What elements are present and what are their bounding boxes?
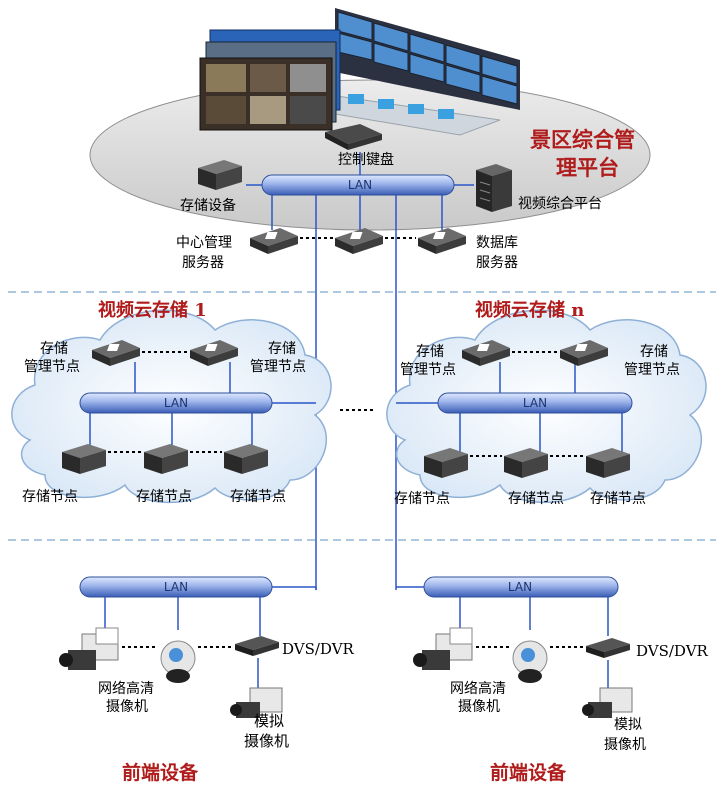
front-left-hd-box-camera-icon xyxy=(59,627,119,670)
cloud-right-lan-label: LAN xyxy=(522,396,548,410)
cloud-left-lan-label: LAN xyxy=(163,396,189,410)
cloud-left-storage-1-label: 存储节点 xyxy=(22,489,78,505)
front-right-hd-box-camera-icon xyxy=(413,627,473,670)
cloud-right-storage-2-label: 存储节点 xyxy=(508,491,564,507)
front-right-dvs-icon xyxy=(586,638,630,658)
cloud-left-mgmt-1-label-2: 管理节点 xyxy=(24,359,80,375)
front-left-lan-label: LAN xyxy=(163,580,189,594)
database-server-icon xyxy=(418,228,466,254)
central-server-icon xyxy=(250,228,298,254)
front-left-ipcam-label-2: 摄像机 xyxy=(106,699,148,715)
cloud-right-mgmt-1-label-1: 存储 xyxy=(416,344,444,360)
front-right-analog-label-2: 摄像机 xyxy=(604,737,646,753)
front-left-dome-camera-icon xyxy=(160,640,196,683)
cloud-right-title: 视频云存储 n xyxy=(475,300,585,321)
video-platform-label: 视频综合平台 xyxy=(518,196,602,212)
front-right-analog-camera-icon xyxy=(582,687,633,718)
video-platform-icon xyxy=(476,164,512,212)
db-server-label-1: 数据库 xyxy=(476,235,518,251)
front-left-dvs-label: DVS/DVR xyxy=(282,640,354,658)
cloud-left-mgmt-2-label-2: 管理节点 xyxy=(250,359,306,375)
storage-device-label: 存储设备 xyxy=(180,198,236,214)
front-left-title: 前端设备 xyxy=(122,762,199,784)
front-right-analog-label-1: 模拟 xyxy=(614,717,642,733)
front-right-dome-camera-icon xyxy=(512,640,548,683)
front-right-ipcam-label-2: 摄像机 xyxy=(458,699,500,715)
cloud-right-mgmt-2-label-1: 存储 xyxy=(640,344,668,360)
control-keyboard-label: 控制键盘 xyxy=(338,152,394,168)
cloud-right-storage-1-label: 存储节点 xyxy=(394,491,450,507)
front-right-dvs-label: DVS/DVR xyxy=(636,642,708,660)
front-left-analog-label-2: 摄像机 xyxy=(244,732,290,750)
cloud-left-mgmt-1-label-1: 存储 xyxy=(40,341,68,357)
front-left-analog-camera-icon xyxy=(230,687,283,718)
middle-server-icon xyxy=(335,228,383,254)
db-server-label-2: 服务器 xyxy=(476,255,518,271)
control-keyboard-icon xyxy=(325,124,382,150)
front-left-dvs-icon xyxy=(235,636,279,656)
cloud-right-mgmt-1-label-2: 管理节点 xyxy=(400,362,456,378)
central-server-label-2: 服务器 xyxy=(182,255,224,271)
cloud-left-title: 视频云存储 1 xyxy=(98,300,207,321)
platform-lan-label: LAN xyxy=(347,178,373,192)
platform-title-line2: 理平台 xyxy=(556,155,619,180)
front-right-lan-label: LAN xyxy=(507,580,533,594)
cloud-left-storage-3-label: 存储节点 xyxy=(230,489,286,505)
central-server-label-1: 中心管理 xyxy=(176,235,232,251)
monitor-screens-icon xyxy=(199,29,341,131)
cloud-left-storage-2-label: 存储节点 xyxy=(136,489,192,505)
platform-title-line1: 景区综合管 xyxy=(530,127,635,152)
front-left-ipcam-label-1: 网络高清 xyxy=(98,681,154,697)
cloud-left-mgmt-2-label-1: 存储 xyxy=(268,341,296,357)
front-right-ipcam-label-1: 网络高清 xyxy=(450,681,506,697)
video-wall-icon xyxy=(298,8,520,136)
front-right-title: 前端设备 xyxy=(490,762,567,784)
cloud-right-storage-3-label: 存储节点 xyxy=(590,491,646,507)
cloud-right-mgmt-2-label-2: 管理节点 xyxy=(624,362,680,378)
front-left-analog-label-1: 模拟 xyxy=(254,712,285,730)
